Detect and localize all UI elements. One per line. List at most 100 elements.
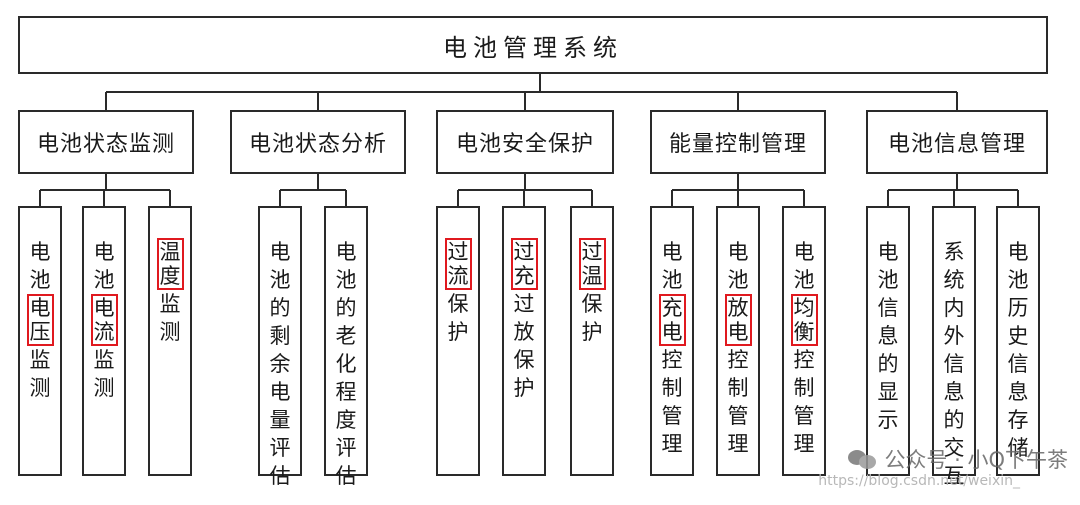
highlighted-char: 充 [510, 264, 538, 290]
category-label: 能量控制管理 [668, 132, 807, 157]
leaf-char: 制 [727, 376, 749, 400]
category-node: 能量控制管理 [650, 110, 826, 174]
leaf-char: 电 [93, 240, 115, 264]
leaf-label: 电池充电控制管理 [658, 238, 686, 458]
leaf-char: 系 [943, 240, 965, 264]
leaf-char: 估 [269, 464, 291, 488]
highlighted-char: 放 [724, 294, 752, 320]
leaf-char: 息 [877, 324, 899, 348]
highlighted-char: 电 [26, 294, 54, 320]
leaf-char: 管 [793, 404, 815, 428]
leaf-label: 过温保护 [578, 238, 606, 346]
leaf-char: 外 [943, 324, 965, 348]
leaf-label: 电池历史信息存储 [1005, 238, 1032, 462]
leaf-label: 系统内外信息的交互 [941, 238, 968, 490]
highlighted-char: 流 [90, 320, 118, 346]
leaf-char: 电 [335, 240, 357, 264]
leaf-char: 信 [943, 352, 965, 376]
leaf-char: 控 [793, 348, 815, 372]
highlighted-char: 温 [156, 238, 184, 264]
leaf-char: 护 [581, 320, 603, 344]
highlighted-char: 过 [578, 238, 606, 264]
leaf-node: 温度监测 [148, 206, 192, 476]
leaf-char: 放 [513, 320, 535, 344]
root-node: 电池管理系统 [18, 16, 1048, 74]
leaf-char: 池 [269, 268, 291, 292]
category-node: 电池状态分析 [230, 110, 406, 174]
leaf-node: 电池充电控制管理 [650, 206, 694, 476]
leaf-char: 测 [29, 376, 51, 400]
leaf-label: 电池放电控制管理 [724, 238, 752, 458]
highlighted-char: 温 [578, 264, 606, 290]
leaf-label: 电池的老化程度评估 [333, 238, 360, 490]
leaf-label: 电池的剩余电量评估 [267, 238, 294, 490]
leaf-node: 系统内外信息的交互 [932, 206, 976, 488]
leaf-label: 电池均衡控制管理 [790, 238, 818, 458]
leaf-node: 电池的剩余电量评估 [258, 206, 302, 488]
leaf-node: 过流保护 [436, 206, 480, 476]
leaf-label: 过流保护 [444, 238, 472, 346]
leaf-char: 的 [943, 408, 965, 432]
leaf-node: 电池电流监测 [82, 206, 126, 476]
leaf-char: 度 [335, 408, 357, 432]
leaf-char: 保 [447, 292, 469, 316]
root-title: 电池管理系统 [443, 33, 623, 62]
leaf-char: 史 [1007, 324, 1029, 348]
leaf-char: 示 [877, 408, 899, 432]
leaf-char: 池 [727, 268, 749, 292]
leaf-node: 电池历史信息存储 [996, 206, 1040, 476]
leaf-char: 管 [727, 404, 749, 428]
leaf-char: 池 [1007, 268, 1029, 292]
leaf-char: 保 [513, 348, 535, 372]
leaf-char: 存 [1007, 408, 1029, 432]
leaf-char: 控 [661, 348, 683, 372]
leaf-char: 内 [943, 296, 965, 320]
watermark: 公众号 · 小Q下午茶 [848, 444, 1068, 474]
category-node: 电池信息管理 [866, 110, 1048, 174]
leaf-char: 的 [269, 296, 291, 320]
leaf-char: 池 [877, 268, 899, 292]
leaf-label: 温度监测 [156, 238, 184, 346]
leaf-char: 监 [93, 348, 115, 372]
leaf-char: 电 [727, 240, 749, 264]
category-label: 电池状态监测 [36, 132, 175, 157]
leaf-char: 理 [793, 432, 815, 456]
category-node: 电池状态监测 [18, 110, 194, 174]
leaf-char: 池 [93, 268, 115, 292]
leaf-node: 电池电压监测 [18, 206, 62, 476]
leaf-node: 过充过放保护 [502, 206, 546, 476]
leaf-char: 历 [1007, 296, 1029, 320]
category-label: 电池信息管理 [887, 132, 1026, 157]
leaf-char: 理 [727, 432, 749, 456]
leaf-char: 信 [877, 296, 899, 320]
highlighted-char: 电 [90, 294, 118, 320]
leaf-char: 互 [943, 464, 965, 488]
leaf-label: 电池信息的显示 [875, 238, 902, 434]
leaf-char: 制 [661, 376, 683, 400]
leaf-char: 程 [335, 380, 357, 404]
leaf-char: 化 [335, 352, 357, 376]
highlighted-char: 过 [510, 238, 538, 264]
leaf-char: 统 [943, 268, 965, 292]
highlighted-char: 衡 [790, 320, 818, 346]
watermark-subtext: https://blog.csdn.net/weixin_ [818, 473, 1020, 489]
leaf-char: 储 [1007, 436, 1029, 460]
leaf-char: 余 [269, 352, 291, 376]
leaf-node: 电池均衡控制管理 [782, 206, 826, 476]
highlighted-char: 均 [790, 294, 818, 320]
leaf-label: 电池电压监测 [26, 238, 54, 402]
leaf-char: 交 [943, 436, 965, 460]
leaf-char: 显 [877, 380, 899, 404]
category-label: 电池状态分析 [248, 132, 387, 157]
leaf-char: 老 [335, 324, 357, 348]
leaf-char: 信 [1007, 352, 1029, 376]
leaf-char: 电 [1007, 240, 1029, 264]
highlighted-char: 度 [156, 264, 184, 290]
leaf-char: 过 [513, 292, 535, 316]
leaf-char: 评 [335, 436, 357, 460]
highlighted-char: 流 [444, 264, 472, 290]
leaf-char: 的 [877, 352, 899, 376]
leaf-char: 电 [269, 240, 291, 264]
highlighted-char: 电 [658, 320, 686, 346]
